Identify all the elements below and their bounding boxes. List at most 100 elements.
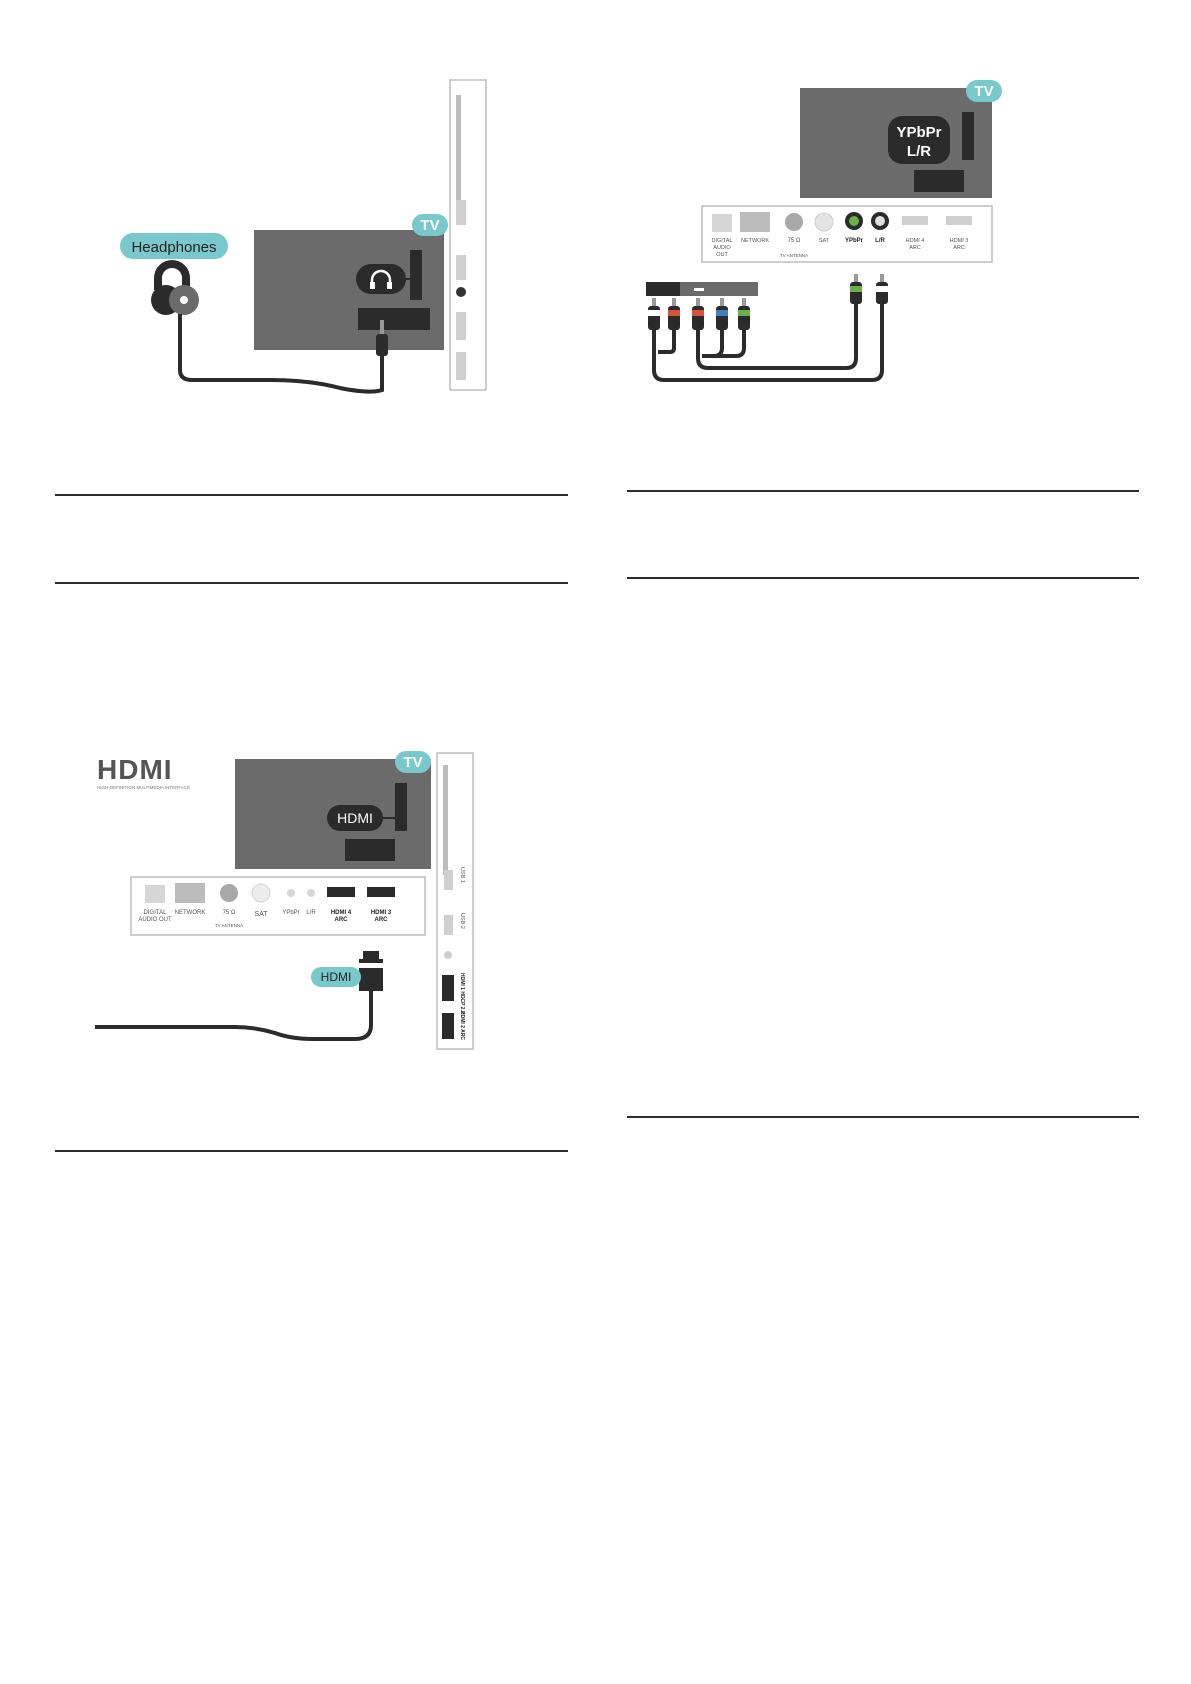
sat-port bbox=[814, 212, 834, 232]
tv-stand-bar bbox=[962, 112, 974, 160]
ypbpr-port bbox=[287, 889, 295, 897]
tv-badge bbox=[966, 80, 1002, 102]
svg-text:ARC: ARC bbox=[909, 245, 921, 251]
headphones-illustration: TV Headphones bbox=[120, 79, 487, 394]
usb2-port bbox=[456, 255, 466, 280]
network-label: NETWORK bbox=[175, 910, 206, 916]
usb2-label: USB 2 bbox=[459, 913, 465, 929]
hdmi-tv-callout bbox=[327, 805, 383, 831]
network-port bbox=[740, 212, 770, 232]
hdmi-illustration: HDMI HIGH-DEFINITION MULTIMEDIA INTERFAC… bbox=[95, 751, 474, 1050]
svg-text:AUDIO: AUDIO bbox=[713, 245, 731, 251]
hdmi-cable-label-text: HDMI bbox=[321, 970, 352, 984]
hdmi2-label: HDMI 2 ARC bbox=[459, 1011, 465, 1040]
ypbpr-label: YPbPr bbox=[845, 238, 864, 244]
hdmi-logo-tagline: HIGH-DEFINITION MULTIMEDIA INTERFACE bbox=[97, 785, 190, 790]
digital-audio-port bbox=[712, 214, 732, 232]
digital-audio-label: DIGITAL bbox=[144, 910, 168, 916]
usb1-label: USB 1 bbox=[459, 867, 465, 883]
headphones-label bbox=[120, 233, 228, 259]
lr-port bbox=[307, 889, 315, 897]
section-divider bbox=[627, 490, 1139, 492]
ypbpr-label: YPbPr bbox=[282, 910, 299, 916]
hdmi-cable bbox=[95, 991, 373, 1041]
tv-base bbox=[345, 839, 395, 861]
sat-label: SAT bbox=[254, 911, 268, 918]
network-port bbox=[175, 883, 205, 903]
hdmi-plug-tip bbox=[363, 951, 379, 959]
tv-badge-label: TV bbox=[974, 83, 993, 100]
rca-plugs bbox=[648, 298, 750, 330]
tv-stand-bar bbox=[395, 783, 407, 831]
antenna-sublabel: TV ANTENNA bbox=[215, 923, 243, 928]
hdmi3-port bbox=[946, 216, 972, 225]
ypbpr-callout-line1: YPbPr bbox=[896, 124, 941, 141]
usb1-port bbox=[444, 870, 453, 890]
hdmi1-port bbox=[442, 975, 454, 1001]
hdmi4-port bbox=[327, 887, 355, 897]
hdmi4-label: HDMI 4 bbox=[331, 910, 352, 916]
tv-badge bbox=[412, 214, 448, 236]
ypbpr-illustration: YPbPr L/R TV DIGITAL AUDIO OUT NETWORK 7… bbox=[646, 80, 1002, 382]
lr-label: L/R bbox=[306, 910, 316, 916]
usb2-port bbox=[444, 915, 453, 935]
headphones-figure: TV Headphones bbox=[100, 70, 500, 430]
antenna-sublabel: TV ANTENNA bbox=[780, 253, 808, 258]
svg-text:ARC: ARC bbox=[375, 917, 389, 923]
audio-cable bbox=[652, 300, 884, 382]
hdmi3-label: HDMI 3 bbox=[371, 910, 392, 916]
headphones-label-text: Headphones bbox=[131, 239, 216, 256]
section-divider bbox=[55, 1150, 568, 1152]
hdmi3-port bbox=[367, 887, 395, 897]
hdmi-logo: HDMI bbox=[97, 754, 173, 785]
usb1-port bbox=[456, 200, 466, 225]
hdmi1-label: HDMI 1 HDCP 2.2 bbox=[459, 973, 465, 1014]
antenna-port bbox=[785, 213, 803, 231]
headphone-jack bbox=[444, 951, 452, 959]
hdmi2-port bbox=[456, 352, 466, 380]
tv-badge-label: TV bbox=[403, 754, 422, 771]
tv-badge-label: TV bbox=[420, 217, 439, 234]
hdmi-tv-callout-text: HDMI bbox=[337, 810, 373, 826]
sat-label: SAT bbox=[819, 238, 830, 244]
section-divider bbox=[627, 577, 1139, 579]
antenna-label: 75 Ω bbox=[788, 238, 801, 244]
digital-audio-port bbox=[145, 885, 165, 903]
svg-text:OUT: OUT bbox=[716, 252, 728, 258]
antenna-port bbox=[220, 884, 238, 902]
hdmi4-port bbox=[902, 216, 928, 225]
hdmi-cable-label bbox=[311, 967, 361, 987]
network-label: NETWORK bbox=[741, 238, 769, 244]
headphones-icon bbox=[154, 260, 190, 290]
hdmi1-port bbox=[456, 312, 466, 340]
tv-badge bbox=[395, 751, 431, 773]
section-divider bbox=[55, 582, 568, 584]
svg-text:ARC: ARC bbox=[953, 245, 965, 251]
hdmi4-label: HDMI 4 bbox=[906, 238, 925, 244]
card-slot bbox=[456, 95, 461, 210]
svg-text:AUDIO OUT: AUDIO OUT bbox=[138, 917, 172, 923]
tv-stand-bar bbox=[410, 250, 422, 300]
headphone-jack bbox=[456, 287, 466, 297]
hdmi3-label: HDMI 3 bbox=[950, 238, 969, 244]
tv-base bbox=[358, 308, 430, 330]
tv-base bbox=[914, 170, 964, 192]
ypbpr-callout-line2: L/R bbox=[907, 143, 931, 160]
headphone-plug bbox=[376, 334, 388, 356]
ypbpr-figure: YPbPr L/R TV DIGITAL AUDIO OUT NETWORK 7… bbox=[640, 70, 1020, 400]
headphone-callout-icon bbox=[370, 269, 392, 286]
svg-text:ARC: ARC bbox=[335, 917, 349, 923]
section-divider bbox=[55, 494, 568, 496]
headphone-cable bbox=[178, 314, 384, 394]
headphone-callout bbox=[356, 264, 406, 294]
digital-audio-label: DIGITAL bbox=[712, 238, 733, 244]
hdmi2-port bbox=[442, 1013, 454, 1039]
tv-side-panel bbox=[449, 79, 487, 391]
rca-plugs-tv-side bbox=[850, 274, 888, 304]
video-cable bbox=[696, 300, 858, 370]
sat-port bbox=[251, 883, 271, 903]
section-divider bbox=[627, 1116, 1139, 1118]
tv-side-panel bbox=[436, 752, 474, 1050]
hdmi-figure: HDMI HIGH-DEFINITION MULTIMEDIA INTERFAC… bbox=[95, 745, 485, 1055]
ypbpr-callout bbox=[888, 116, 950, 164]
